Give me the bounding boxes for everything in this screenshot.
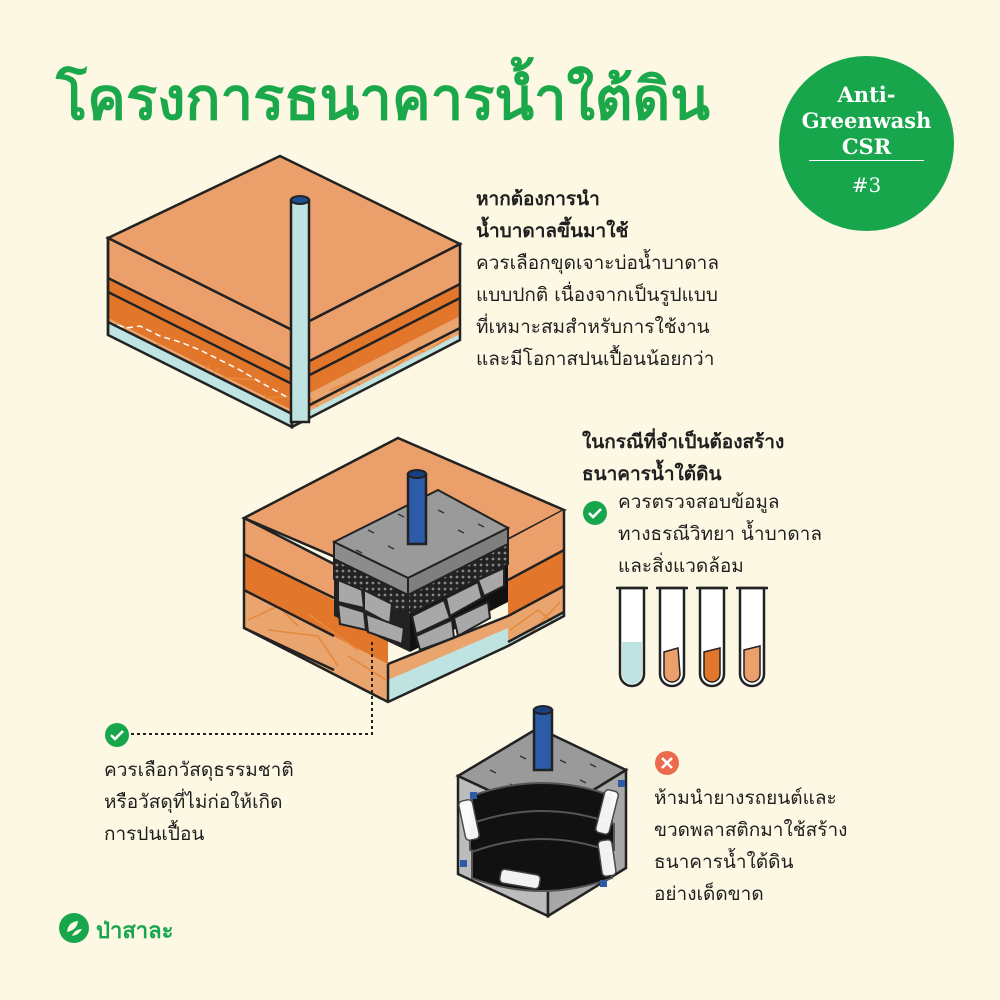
section1-body-3: ที่เหมาะสมสำหรับการใช้งาน — [476, 316, 710, 338]
section2-heading-1: ในกรณีที่จำเป็นต้องสร้าง — [582, 431, 785, 453]
section4-line-3: ธนาคารน้ำใต้ดิน — [654, 851, 794, 873]
check-line-3: และสิ่งแวดล้อม — [618, 555, 744, 577]
section4-line-1: ห้ามนำยางรถยนต์และ — [654, 787, 837, 809]
section1-text: หากต้องการนำ น้ำบาดาลขึ้นมาใช้ ควรเลือกข… — [476, 183, 719, 375]
check-icon — [105, 723, 129, 747]
section2-heading-2: ธนาคารน้ำใต้ดิน — [582, 463, 722, 485]
check-icon — [583, 501, 607, 525]
section4-text: ห้ามนำยางรถยนต์และ ขวดพลาสติกมาใช้สร้าง … — [654, 782, 847, 910]
section1-body-4: และมีโอกาสปนเปื้อนน้อยกว่า — [476, 348, 715, 370]
section2-heading: ในกรณีที่จำเป็นต้องสร้าง ธนาคารน้ำใต้ดิน — [582, 426, 784, 490]
badge-number: #3 — [851, 173, 882, 197]
section3-text: ควรเลือกวัสดุธรรมชาติ หรือวัสดุที่ไม่ก่อ… — [104, 754, 294, 850]
badge-line-2: Greenwash — [801, 108, 932, 133]
section3-line-3: การปนเปื้อน — [104, 823, 205, 845]
leaf-logo-icon — [59, 913, 89, 943]
badge-line-1: Anti- — [837, 82, 896, 107]
page-title: โครงการธนาคารน้ำใต้ดิน — [56, 65, 710, 133]
leader-line — [128, 642, 373, 735]
logo-text: ป่าสาละ — [96, 919, 174, 944]
section3-line-2: หรือวัสดุที่ไม่ก่อให้เกิด — [104, 791, 283, 813]
badge-divider — [809, 160, 924, 161]
check-line-1: ควรตรวจสอบข้อมูล — [618, 491, 780, 513]
well-pipe — [289, 198, 311, 424]
section4-line-4: อย่างเด็ดขาด — [654, 883, 764, 905]
section4-line-2: ขวดพลาสติกมาใช้สร้าง — [654, 819, 848, 841]
normal-well-diagram — [105, 154, 463, 430]
section3-line-1: ควรเลือกวัสดุธรรมชาติ — [104, 759, 294, 781]
badge-line-3: CSR — [841, 134, 892, 159]
cross-icon — [655, 751, 679, 775]
check-line-2: ทางธรณีวิทยา น้ำบาดาล — [618, 523, 822, 545]
tire-plastic-diagram — [455, 705, 629, 919]
section1-body-1: ควรเลือกขุดเจาะบ่อน้ำบาดาล — [476, 252, 719, 274]
series-badge: Anti- Greenwash CSR #3 — [779, 56, 954, 231]
section1-body-2: แบบปกติ เนื่องจากเป็นรูปแบบ — [476, 284, 718, 306]
section1-heading-1: หากต้องการนำ — [476, 188, 600, 210]
groundwater-bank-diagram — [241, 436, 567, 704]
section2-check-text: ควรตรวจสอบข้อมูล ทางธรณีวิทยา น้ำบาดาล แ… — [618, 486, 822, 582]
section1-heading-2: น้ำบาดาลขึ้นมาใช้ — [476, 220, 629, 242]
test-tubes — [616, 586, 768, 688]
